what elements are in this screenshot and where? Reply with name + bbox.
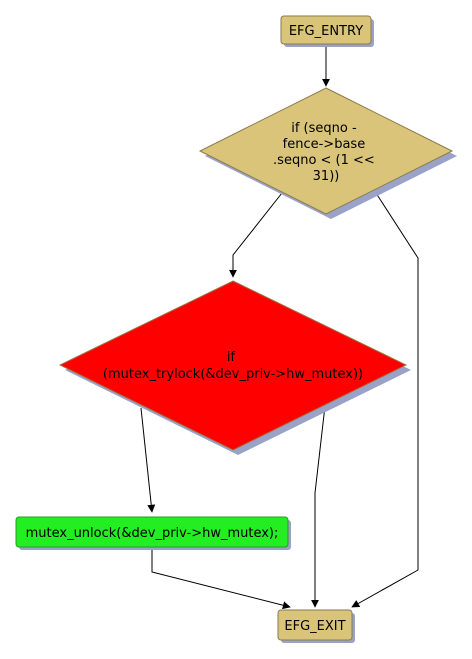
cond2-node-diamond [58,280,408,451]
exit-node[interactable]: EFG_EXIT [277,609,355,643]
entry-node-label: EFG_ENTRY [289,24,363,39]
edge-cond2-to-exit [311,405,326,608]
cond1-line-2: fence->base [283,137,366,152]
cond2-node[interactable]: if (mutex_trylock(&dev_priv->hw_mutex)) [58,280,411,455]
cond1-line-3: .seqno < (1 << [273,153,375,168]
edge-unlock-to-exit [151,548,291,610]
unlock-node-box [15,516,289,548]
cond2-line-1: if [227,350,236,365]
edge-cond1-to-exit [351,189,419,608]
edge-cond2-to-unlock [140,407,156,513]
edges [140,45,419,610]
cond1-line-1: if (seqno - [291,121,357,136]
cond1-node-diamond [198,87,454,215]
cond1-node-label: if (seqno - fence->base .seqno < (1 << 3… [273,121,379,184]
cond2-line-2: (mutex_trylock(&dev_priv->hw_mutex)) [103,367,363,382]
entry-node-box [280,15,372,45]
entry-node[interactable]: EFG_ENTRY [280,15,374,47]
cond1-node[interactable]: if (seqno - fence->base .seqno < (1 << 3… [198,87,457,219]
exit-node-box [277,609,353,641]
cond2-node-label: if (mutex_trylock(&dev_priv->hw_mutex)) [103,350,363,382]
cond1-line-4: 31)) [313,169,340,184]
exit-node-label: EFG_EXIT [284,619,345,634]
unlock-node[interactable]: mutex_unlock(&dev_priv->hw_mutex); [15,516,291,550]
edge-cond1-to-cond2 [229,192,283,278]
unlock-node-label: mutex_unlock(&dev_priv->hw_mutex); [26,526,279,541]
